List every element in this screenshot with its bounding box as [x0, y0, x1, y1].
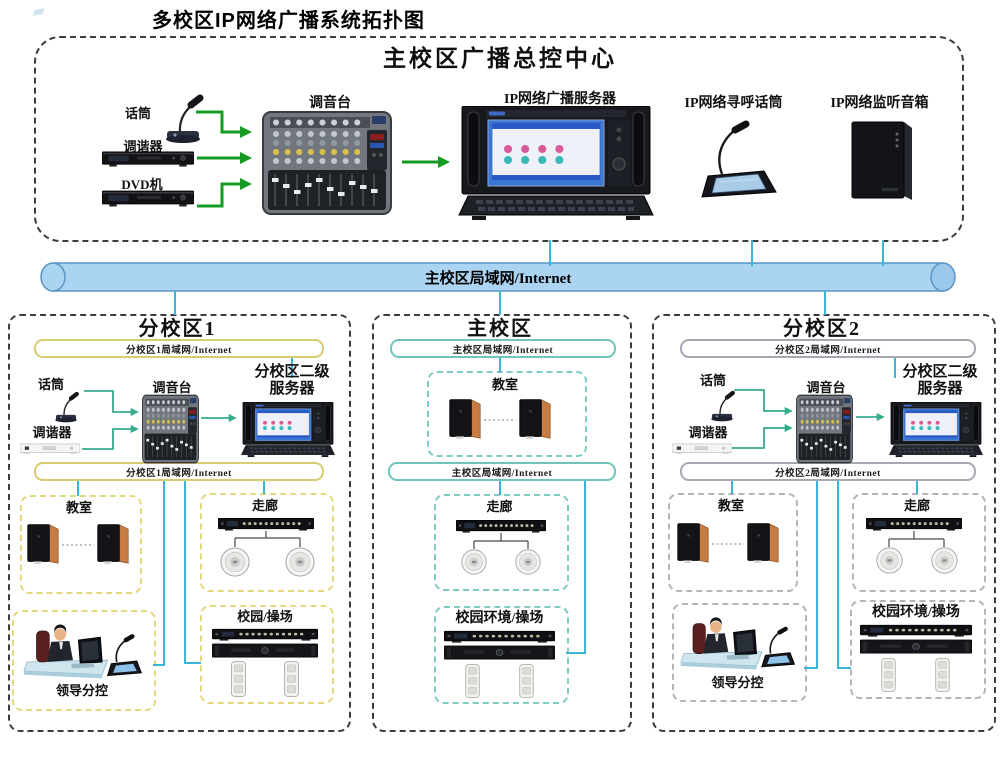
- main-playground-label: 校园环境/操场: [455, 611, 544, 626]
- amplifier-icon: [866, 517, 962, 531]
- amplifier-icon: [218, 517, 314, 531]
- main-lan-bottom: 主校区局域网/Internet: [388, 462, 616, 481]
- ceiling-speaker-icon: [285, 547, 315, 577]
- desk-microphone-icon: [706, 388, 738, 422]
- monitor-speaker-label: IP网络监听音箱: [830, 96, 929, 111]
- branch1-tuner-label: 调谐器: [32, 425, 72, 440]
- column-speaker-icon: [230, 660, 247, 698]
- branch2-lan-bottom: 分校区2局域网/Internet: [680, 462, 976, 481]
- broadcast-server-icon: [456, 106, 656, 222]
- bookshelf-speaker-icon: [518, 396, 552, 441]
- branch2-corridor-label: 走廊: [903, 498, 930, 513]
- backbone-label: 主校区局域网/Internet: [424, 270, 572, 287]
- bookshelf-speaker-icon: [746, 520, 780, 565]
- main-corridor-label: 走廊: [486, 499, 513, 514]
- branch1-campus-label: 校园/操场: [237, 609, 293, 624]
- broadcast-server-icon: [888, 402, 984, 458]
- power-amplifier-icon: [444, 645, 555, 661]
- main-classroom-label: 教室: [491, 377, 518, 392]
- bookshelf-speaker-icon: [96, 521, 130, 566]
- branch2-campus-label: 校园环境/操场: [872, 605, 960, 620]
- branch1-corridor-label: 走廊: [251, 498, 278, 513]
- amplifier-icon: [212, 628, 318, 641]
- branch1-classroom-label: 教室: [65, 500, 92, 515]
- audio-mixer-icon: [142, 394, 199, 464]
- branch1-mixer-label: 调音台: [152, 380, 192, 395]
- desk-microphone-icon: [50, 389, 82, 423]
- branch1-leader-label: 领导分控: [55, 683, 108, 698]
- branch2-lan-top: 分校区2局域网/Internet: [680, 339, 976, 358]
- ceiling-speaker-icon: [876, 547, 903, 574]
- branch1-title: 分校区1: [138, 318, 217, 340]
- amplifier-icon: [456, 519, 546, 533]
- main-lan-top: 主校区局域网/Internet: [390, 339, 616, 358]
- server-label: IP网络广播服务器: [504, 92, 616, 107]
- desk-microphone-icon: [158, 90, 208, 144]
- ceiling-speaker-icon: [931, 547, 958, 574]
- column-speaker-icon: [518, 663, 535, 699]
- control-center-title: 主校区广播总控中心: [383, 46, 617, 71]
- dvd-label: DVD机: [121, 177, 163, 192]
- tuner-label: 调谐器: [123, 139, 163, 154]
- ceiling-speaker-icon: [515, 549, 541, 575]
- mixer-label: 调音台: [309, 96, 351, 111]
- operator-desk-icon: [20, 620, 146, 682]
- column-speaker-icon: [934, 657, 951, 693]
- branch2-title: 分校区2: [783, 318, 861, 340]
- scan-artifact: [32, 8, 45, 16]
- paging-mic-label: IP网络寻呼话筒: [684, 96, 783, 111]
- rack-tuner-icon: [20, 442, 80, 455]
- branch2-tuner-label: 调谐器: [688, 425, 728, 440]
- monitor-speaker-icon: [846, 118, 918, 204]
- broadcast-server-icon: [240, 402, 336, 458]
- branch2-leader-label: 领导分控: [711, 675, 764, 690]
- ceiling-speaker-icon: [461, 549, 487, 575]
- branch2-mic-label: 话筒: [699, 373, 726, 388]
- power-amplifier-icon: [860, 639, 972, 655]
- bookshelf-speaker-icon: [448, 396, 482, 441]
- column-speaker-icon: [880, 657, 897, 693]
- operator-desk-icon: [678, 613, 798, 673]
- bookshelf-speaker-icon: [676, 520, 710, 565]
- paging-microphone-icon: [692, 116, 782, 204]
- rack-tuner-icon: [672, 442, 732, 455]
- branch2-classroom-label: 教室: [717, 498, 744, 513]
- column-speaker-icon: [464, 663, 481, 699]
- branch2-server-label: 分校区二级服务器: [902, 364, 978, 398]
- amplifier-icon: [860, 624, 972, 637]
- branch1-server-label: 分校区二级服务器: [254, 364, 330, 398]
- column-speaker-icon: [283, 660, 300, 698]
- main-campus-title: 主校区: [467, 318, 533, 340]
- page-title: 多校区IP网络广播系统拓扑图: [152, 10, 425, 32]
- mic-label: 话筒: [124, 106, 151, 121]
- audio-mixer-icon: [796, 394, 853, 464]
- branch1-lan-bottom: 分校区1局域网/Internet: [34, 462, 324, 481]
- branch1-mic-label: 话筒: [37, 377, 64, 392]
- power-amplifier-icon: [212, 643, 318, 659]
- ceiling-speaker-icon: [220, 547, 250, 577]
- audio-mixer-icon: [262, 110, 392, 216]
- branch2-mixer-label: 调音台: [806, 380, 846, 395]
- amplifier-icon: [444, 630, 555, 643]
- branch1-lan-top: 分校区1局域网/Internet: [34, 339, 324, 358]
- bookshelf-speaker-icon: [26, 521, 60, 566]
